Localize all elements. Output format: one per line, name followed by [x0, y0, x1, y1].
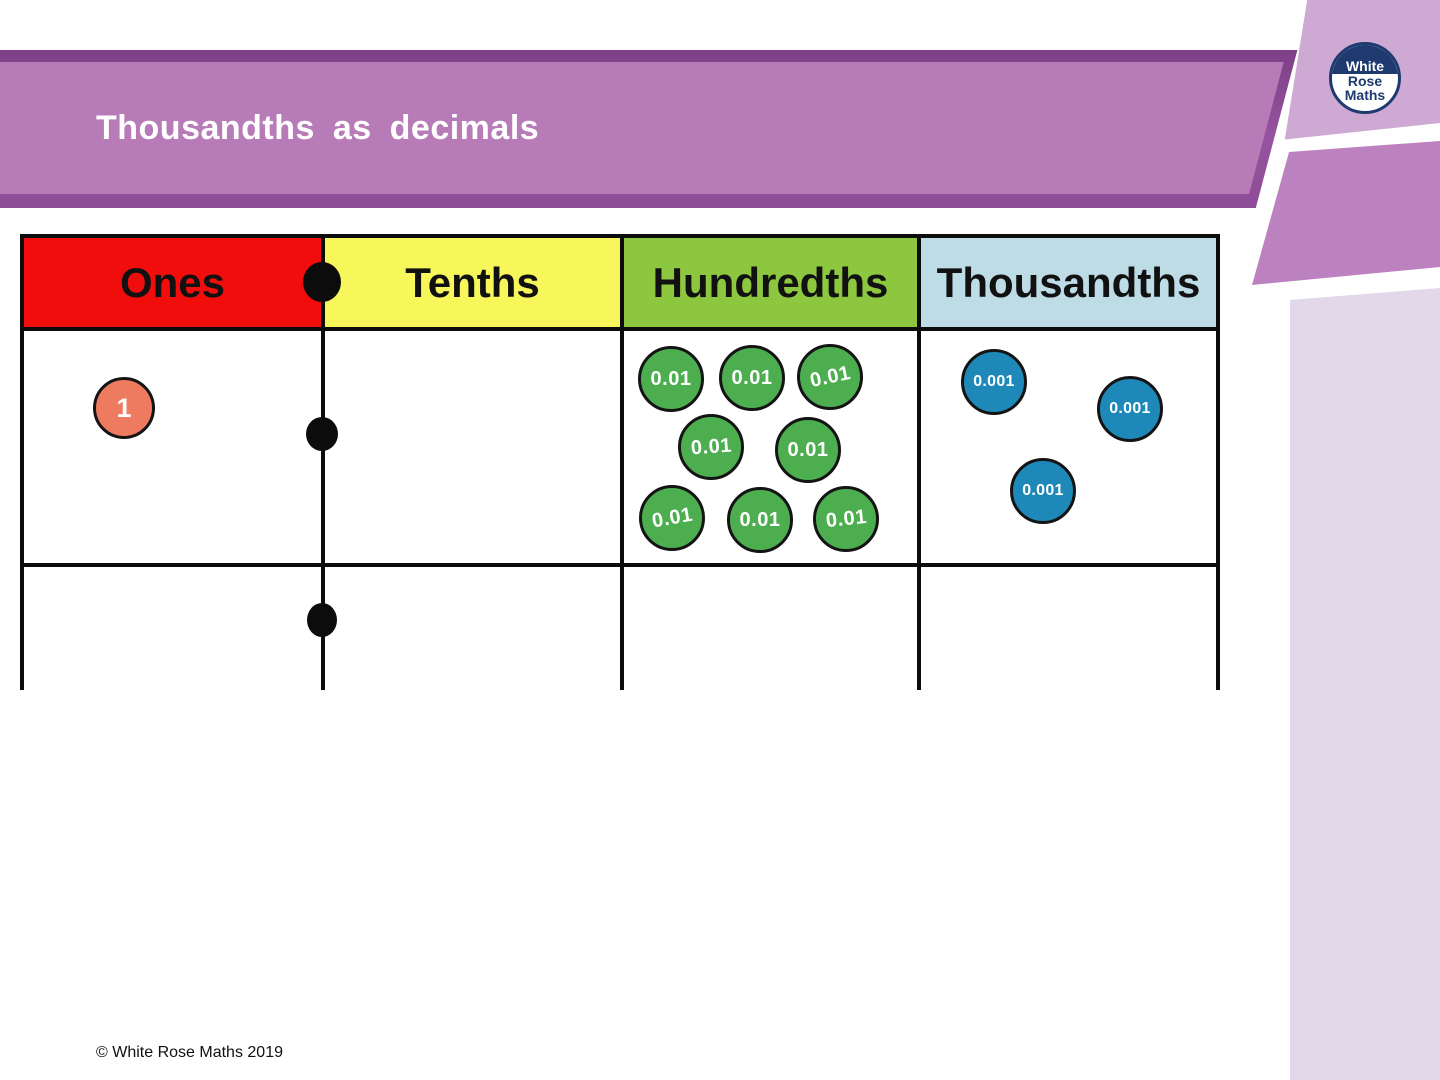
counter-value: 0.001	[1109, 400, 1151, 417]
ones-cell-row1	[24, 331, 321, 563]
hundredths-counter[interactable]: 0.01	[727, 487, 793, 553]
hundredths-counter[interactable]: 0.01	[775, 417, 841, 483]
column-header-tenths: Tenths	[325, 238, 620, 327]
hundredths-counter[interactable]: 0.01	[719, 345, 785, 411]
tenths-cell-row1	[325, 331, 620, 563]
hundredths-counter[interactable]: 0.01	[678, 414, 744, 480]
ones-header-label: Ones	[119, 258, 226, 306]
logo-word-white: White	[1345, 58, 1385, 75]
hundredths-cell-row2	[624, 567, 917, 690]
ones-cell-row2	[24, 567, 321, 690]
hundredths-counter[interactable]: 0.01	[638, 346, 704, 412]
column-header-ones: Ones	[24, 238, 321, 327]
thousandths-counter[interactable]: 0.001	[1010, 458, 1076, 524]
corner-purple-band	[1252, 141, 1440, 285]
right-side-stripe	[1290, 288, 1440, 1080]
hundredths-counter[interactable]: 0.01	[813, 486, 879, 552]
hundredths-header-label: Hundredths	[652, 258, 889, 306]
copyright-text: © White Rose Maths 2019	[96, 1044, 283, 1061]
counter-value: 0.001	[1022, 482, 1064, 499]
logo-word-rose: Rose	[1347, 73, 1383, 90]
counter-value: 0.01	[650, 367, 692, 390]
counter-value: 1	[116, 392, 132, 423]
counter-value: 0.01	[731, 366, 773, 389]
logo-word-maths: Maths	[1344, 87, 1386, 104]
page-title: Thousandths as decimals	[96, 108, 540, 147]
thousandths-cell-row2	[921, 567, 1216, 690]
counter-value: 0.01	[807, 361, 853, 392]
white-rose-maths-logo: White Rose Maths	[1329, 42, 1401, 114]
hundredths-counter[interactable]: 0.01	[639, 485, 705, 551]
decimal-point-dot-row1	[306, 417, 338, 451]
ones-counter[interactable]: 1	[93, 377, 155, 439]
column-header-hundredths: Hundredths	[624, 238, 917, 327]
counter-value: 0.01	[739, 508, 781, 531]
counter-value: 0.01	[787, 438, 829, 461]
thousandths-counter[interactable]: 0.001	[961, 349, 1027, 415]
place-value-table: Ones Tenths Hundredths Thousandths 1	[20, 234, 1220, 690]
thousandths-counter[interactable]: 0.001	[1097, 376, 1163, 442]
counter-value: 0.01	[689, 434, 733, 459]
column-header-thousandths: Thousandths	[921, 238, 1216, 327]
tenths-cell-row2	[325, 567, 620, 690]
tenths-header-label: Tenths	[405, 258, 540, 306]
decimal-point-dot-row2	[307, 603, 337, 637]
title-banner	[0, 62, 1284, 194]
decimal-point-dot-header	[303, 262, 341, 302]
thousandths-header-label: Thousandths	[936, 258, 1201, 306]
counter-value: 0.01	[649, 503, 694, 532]
counter-value: 0.001	[973, 373, 1015, 390]
counter-value: 0.01	[824, 505, 868, 532]
hundredths-counter[interactable]: 0.01	[797, 344, 863, 410]
